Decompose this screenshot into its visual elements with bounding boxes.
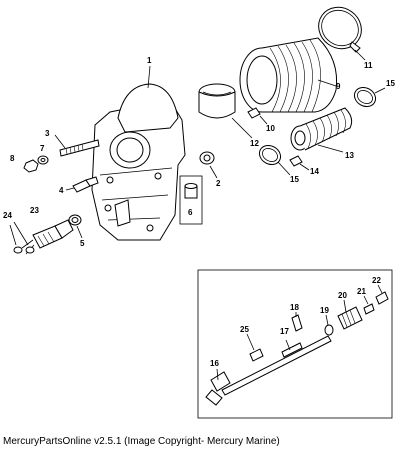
callout-25: 25 bbox=[240, 325, 249, 334]
callout-9: 9 bbox=[336, 82, 341, 91]
callout-1: 1 bbox=[147, 56, 152, 65]
inset-box bbox=[197, 269, 393, 419]
callout-12: 12 bbox=[250, 139, 259, 148]
small-parts-inset bbox=[246, 284, 389, 362]
large-clamp bbox=[318, 6, 366, 61]
callout-19: 19 bbox=[320, 306, 329, 315]
callout-18: 18 bbox=[290, 303, 299, 312]
small-clamp-lower bbox=[258, 144, 291, 176]
callout-14: 14 bbox=[310, 167, 319, 176]
clip-14 bbox=[289, 155, 310, 171]
callout-6: 6 bbox=[188, 208, 193, 217]
trim-sender bbox=[9, 214, 83, 255]
callout-8: 8 bbox=[10, 154, 15, 163]
callout-13: 13 bbox=[345, 151, 354, 160]
callout-22: 22 bbox=[372, 276, 381, 285]
callout-24: 24 bbox=[3, 211, 12, 220]
shift-cable-bellows bbox=[290, 107, 353, 153]
bushing bbox=[199, 151, 218, 179]
callout-3: 3 bbox=[45, 129, 50, 138]
callout-11: 11 bbox=[364, 61, 373, 70]
callout-4: 4 bbox=[59, 186, 64, 195]
callout-5: 5 bbox=[80, 239, 85, 248]
callout-17: 17 bbox=[280, 327, 289, 336]
callout-16: 16 bbox=[210, 359, 219, 368]
callout-23: 23 bbox=[30, 206, 39, 215]
exhaust-bellows bbox=[239, 37, 338, 113]
boxed-part bbox=[179, 175, 203, 225]
stud-assembly bbox=[23, 134, 100, 173]
image-caption: MercuryPartsOnline v2.5.1 (Image Copyrig… bbox=[3, 436, 280, 447]
callout-7: 7 bbox=[40, 144, 45, 153]
gimbal-housing bbox=[91, 65, 186, 241]
grease-fitting bbox=[65, 176, 99, 193]
callout-21: 21 bbox=[357, 287, 366, 296]
small-clamp-upper bbox=[353, 86, 386, 108]
callout-10: 10 bbox=[266, 124, 275, 133]
callout-20: 20 bbox=[338, 291, 347, 300]
callout-2: 2 bbox=[216, 179, 221, 188]
callout-15-lower: 15 bbox=[290, 175, 299, 184]
bellows-adaptor-ring bbox=[198, 83, 253, 139]
clip-10 bbox=[247, 107, 268, 125]
shift-cable bbox=[205, 335, 332, 406]
parts-diagram: 1 2 3 4 5 6 7 8 9 10 11 12 13 14 15 15 1… bbox=[3, 6, 395, 419]
callout-15-upper: 15 bbox=[386, 79, 395, 88]
